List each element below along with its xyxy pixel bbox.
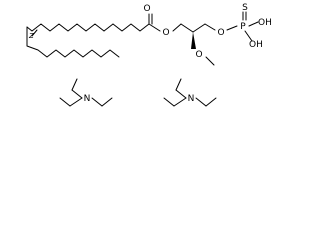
glycerol-c1-c2	[180, 23, 194, 33]
ester-o-label: O	[162, 28, 169, 38]
phospholipid-molecule: Z O O O O P S OH OH	[26, 3, 272, 66]
glycerol-c3-o	[204, 23, 216, 31]
ester-o-to-ch2	[172, 23, 182, 32]
methoxy-methyl	[205, 56, 215, 66]
phosphate-o-label: O	[217, 28, 224, 38]
ester-carbonyl-o-label: O	[143, 4, 150, 14]
ethyl-bond	[175, 78, 182, 91]
cis-double-bond	[31, 29, 38, 37]
ethyl-bond	[59, 97, 71, 107]
hydroxyl-2-label: OH	[249, 40, 263, 50]
alkyl-chain-upper	[26, 23, 105, 32]
ethyl-bond	[163, 97, 175, 107]
nitrogen-label: N	[84, 94, 91, 104]
cis-z-label: Z	[28, 32, 34, 40]
acyl-chain-to-carbonyl	[103, 23, 114, 32]
ethyl-bond	[205, 97, 217, 107]
triethylamine-1: N	[59, 78, 113, 107]
methoxy-wedge	[191, 32, 196, 49]
triethylamine-2: N	[163, 78, 217, 107]
glycerol-c2-c3	[192, 23, 206, 33]
acyl-backbone	[112, 23, 150, 32]
o-to-p-bond	[226, 25, 238, 31]
phosphorus-label: P	[240, 22, 246, 32]
nitrogen-label: N	[188, 94, 195, 104]
thio-s-label: S	[242, 3, 248, 13]
ethyl-bond	[71, 78, 78, 91]
ethyl-bond	[175, 89, 187, 99]
ethyl-bond	[69, 97, 83, 107]
p-to-oh2-bond	[244, 30, 253, 42]
ethyl-bond	[173, 97, 187, 107]
methoxy-o-label: O	[195, 50, 202, 60]
ethyl-bond	[71, 89, 83, 99]
hydroxyl-1-label: OH	[258, 18, 272, 28]
p-to-oh1-bond	[248, 21, 259, 27]
ethyl-bond	[91, 97, 103, 107]
ethyl-bond	[195, 97, 207, 107]
alkyl-chain-lower	[26, 26, 120, 58]
ester-single-bond	[148, 23, 161, 32]
ethyl-bond	[101, 97, 113, 107]
structure-diagram: Z O O O O P S OH OH N N	[26, 3, 272, 107]
